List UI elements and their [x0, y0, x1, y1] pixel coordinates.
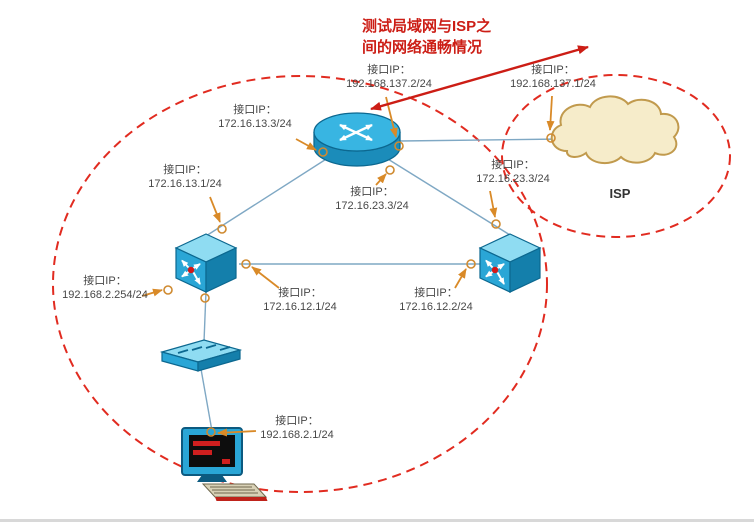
interface-label-ip: 192.168.2.1/24 [260, 429, 334, 442]
interface-label-title: 接口IP： [367, 64, 411, 76]
isp-boundary-ellipse [501, 74, 731, 238]
interface-label-title: 接口IP： [278, 287, 322, 299]
pointer-arrow [251, 266, 280, 289]
access-switch-icon [159, 339, 243, 372]
link-accessswitch-pc [200, 368, 213, 432]
interface-label-ip: 172.16.12.2/24 [399, 301, 473, 314]
test-path-arrow [370, 45, 589, 111]
interface-port-circle [546, 133, 556, 143]
interface-label-leftswitch-uplink: 接口IP： 172.16.13.1/24 [128, 163, 242, 192]
interface-label-router-bottom: 接口IP： 172.16.23.3/24 [314, 185, 430, 214]
interface-port-circle [200, 293, 210, 303]
interface-label-title: 接口IP： [414, 287, 458, 299]
pointer-arrow [489, 190, 498, 218]
interface-port-circle [394, 141, 404, 151]
interface-port-circle [163, 285, 173, 295]
router-icon [313, 112, 401, 167]
interface-label-leftswitch-lan: 接口IP： 192.168.2.254/24 [44, 274, 166, 303]
interface-label-title: 接口IP： [491, 159, 535, 171]
pointer-arrow [217, 428, 257, 437]
pointer-arrow [209, 196, 221, 223]
interface-port-circle [385, 165, 395, 175]
interface-label-isp: 接口IP： 192.168.137.1/24 [494, 63, 612, 92]
interface-label-ip: 172.16.12.1/24 [263, 301, 337, 314]
interface-label-rightswitch-uplink: 接口IP： 172.16.23.3/24 [456, 158, 570, 187]
interface-port-markers [163, 133, 556, 437]
interface-label-title: 接口IP： [233, 104, 277, 116]
pointer-arrow [295, 138, 317, 151]
interface-port-circle [241, 259, 251, 269]
interface-port-circle [466, 259, 476, 269]
interface-label-title: 接口IP： [531, 64, 575, 76]
interface-label-router-left: 接口IP： 172.16.13.3/24 [198, 103, 312, 132]
switch-right-icon [480, 234, 540, 292]
interface-label-ip: 172.16.23.3/24 [476, 173, 550, 186]
switch-left-icon [176, 234, 236, 292]
interface-label-ip: 172.16.23.3/24 [335, 200, 409, 213]
interface-label-rightswitch-trunk: 接口IP： 172.16.12.2/24 [380, 286, 492, 315]
isp-cloud-icon [550, 95, 680, 165]
isp-label: ISP [609, 186, 631, 201]
interface-label-leftswitch-trunk: 接口IP： 172.16.12.1/24 [244, 286, 356, 315]
interface-port-circle [491, 219, 501, 229]
interface-port-circle [206, 427, 216, 437]
interface-label-title: 接口IP： [163, 164, 207, 176]
pointer-arrow [141, 288, 163, 297]
pointer-arrow [375, 173, 387, 186]
interface-label-title: 接口IP： [83, 275, 127, 287]
interface-label-pc: 接口IP： 192.168.2.1/24 [240, 414, 354, 443]
interface-label-ip: 192.168.137.2/24 [346, 78, 432, 91]
link-router-leftswitch [205, 155, 332, 237]
pointer-arrow [546, 95, 555, 131]
pc-icon [181, 427, 268, 501]
pointer-arrow [454, 268, 467, 289]
annotation-line-2: 间的网络通畅情况 [362, 39, 483, 56]
interface-port-circle [217, 224, 227, 234]
interface-label-ip: 192.168.2.254/24 [62, 289, 148, 302]
interface-label-ip: 172.16.13.1/24 [148, 178, 222, 191]
interface-label-ip: 192.168.137.1/24 [510, 78, 596, 91]
lan-boundary-ellipse [52, 75, 548, 493]
interface-label-title: 接口IP： [350, 186, 394, 198]
link-router-rightswitch [382, 155, 511, 236]
interface-label-router-wan: 接口IP： 192.168.137.2/24 [330, 63, 448, 92]
annotation-text: 测试局域网与ISP之 间的网络通畅情况 [362, 16, 522, 58]
interface-label-ip: 172.16.13.3/24 [218, 118, 292, 131]
interface-label-title: 接口IP： [275, 415, 319, 427]
annotation-line-1: 测试局域网与ISP之 [362, 18, 492, 35]
interface-port-circle [318, 147, 328, 157]
link-router-isp [399, 138, 563, 142]
label-pointer-arrows [141, 95, 555, 437]
network-links [200, 138, 563, 432]
link-leftswitch-accessswitch [203, 290, 207, 343]
